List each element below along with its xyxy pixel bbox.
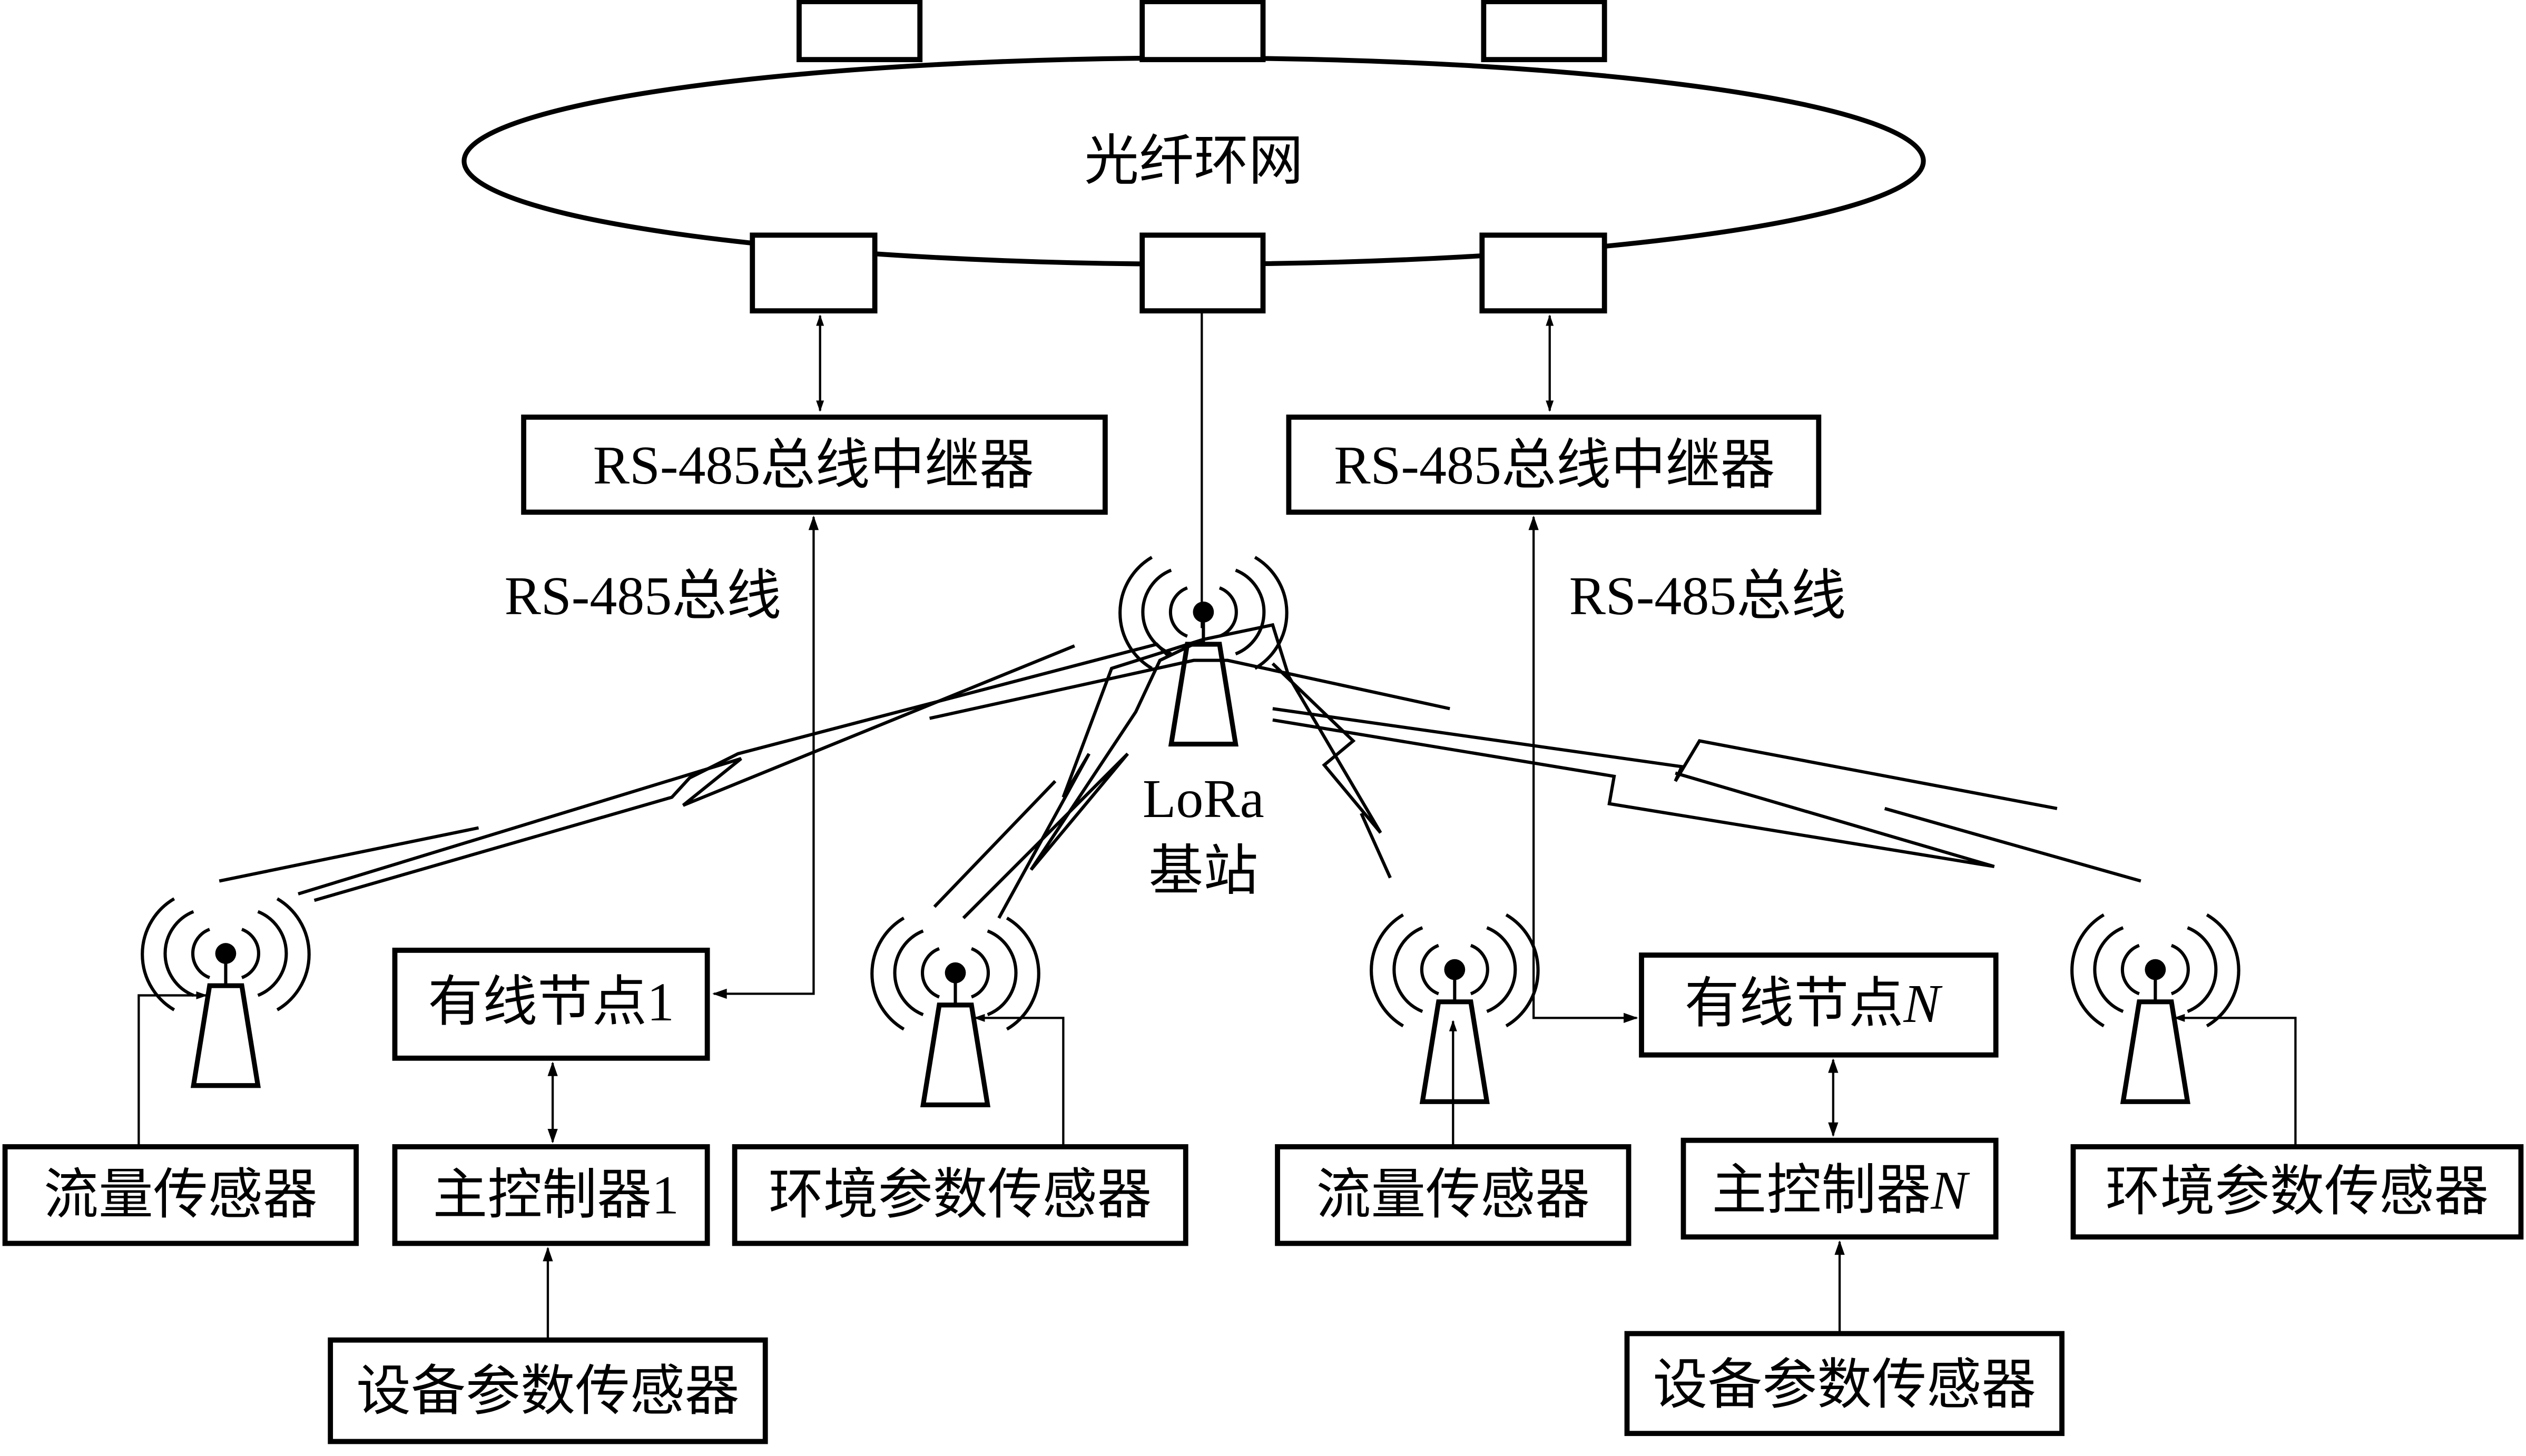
wired-node-1: 有线节点1 <box>392 948 710 1061</box>
wireless-link-right-1 <box>1272 707 2058 810</box>
bus-right-label: RS-485总线 <box>1569 566 1846 626</box>
device-sensor-right: 设备参数传感器 <box>1624 1331 2065 1437</box>
device-sensor-left: 设备参数传感器 <box>328 1337 768 1444</box>
base-station-label-line1: LoRa <box>1143 769 1264 829</box>
fiber-ring-label: 光纤环网 <box>1084 131 1303 191</box>
main-controller-1-label: 主控制器1 <box>433 1165 679 1225</box>
main-controller-n: 主控制器N <box>1680 1137 1999 1240</box>
flow-sensor-left: 流量传感器 <box>2 1144 359 1246</box>
wireless-link-tick <box>219 826 479 883</box>
env-sensor-left: 环境参数传感器 <box>732 1144 1188 1246</box>
wired-node-1-label: 有线节点1 <box>428 971 674 1032</box>
wired-node-n-label: 有线节点N <box>1685 973 1943 1034</box>
base-station-antenna-icon <box>1120 557 1287 744</box>
env-sensor-right-label: 环境参数传感器 <box>2106 1162 2489 1222</box>
ring-node-bottom-2 <box>1139 232 1266 313</box>
wireless-link-left-1 <box>313 642 1169 902</box>
device-sensor-left-label: 设备参数传感器 <box>356 1361 740 1422</box>
lora-base-station: LoRa 基站 <box>1120 557 1287 902</box>
ring-node-top-1 <box>797 0 923 63</box>
ring-node-top-2 <box>1139 0 1266 63</box>
wired-node-n: 有线节点N <box>1639 952 1999 1058</box>
antenna-icon-center-left <box>872 918 1039 1105</box>
env-sensor-left-label: 环境参数传感器 <box>769 1165 1152 1225</box>
bus-left-label: RS-485总线 <box>505 566 782 626</box>
wireless-links <box>219 623 2141 919</box>
wireless-link-center-left <box>962 637 1204 919</box>
flow-sensor-right-label: 流量传感器 <box>1316 1165 1590 1225</box>
antenna-icon-right <box>2072 915 2239 1102</box>
antenna-icon-left <box>142 899 309 1086</box>
ring-node-top-3 <box>1481 0 1607 63</box>
ring-node-bottom-3 <box>1479 232 1607 313</box>
main-controller-n-label: 主控制器N <box>1712 1160 1971 1221</box>
repeater-left: RS-485总线中继器 <box>521 415 1108 515</box>
wireless-link-center-right <box>1203 623 1382 834</box>
fiber-ring: 光纤环网 <box>461 0 1926 313</box>
flow-sensor-left-label: 流量传感器 <box>44 1165 318 1225</box>
main-controller-1: 主控制器1 <box>392 1144 710 1246</box>
flow-sensor-right: 流量传感器 <box>1275 1144 1631 1246</box>
wireless-link-left-1b <box>298 644 1075 896</box>
bus-left-line <box>712 515 819 999</box>
env-sensor-right: 环境参数传感器 <box>2070 1144 2524 1240</box>
repeater-right: RS-485总线中继器 <box>1286 415 1822 515</box>
antenna-icon-center-right <box>1371 915 1538 1102</box>
base-station-label-line2: 基站 <box>1148 841 1258 902</box>
flow-sensor-left-to-antenna <box>137 991 208 1147</box>
repeater-right-label: RS-485总线中继器 <box>1334 435 1775 496</box>
bus-right-line <box>1528 515 1638 1023</box>
wireless-link-tick <box>1884 806 2141 883</box>
wireless-link-tick <box>933 780 1057 908</box>
device-sensor-right-label: 设备参数传感器 <box>1653 1355 2036 1415</box>
repeater-left-label: RS-485总线中继器 <box>593 435 1034 496</box>
env-sensor-left-to-antenna <box>974 1014 1065 1147</box>
ring-node-bottom-1 <box>750 232 878 313</box>
wireless-link-tick <box>1360 812 1392 879</box>
wireless-link-right-1b <box>1272 718 1995 868</box>
env-sensor-right-to-antenna <box>2173 1014 2297 1147</box>
wireless-link-left-2 <box>929 658 1450 720</box>
